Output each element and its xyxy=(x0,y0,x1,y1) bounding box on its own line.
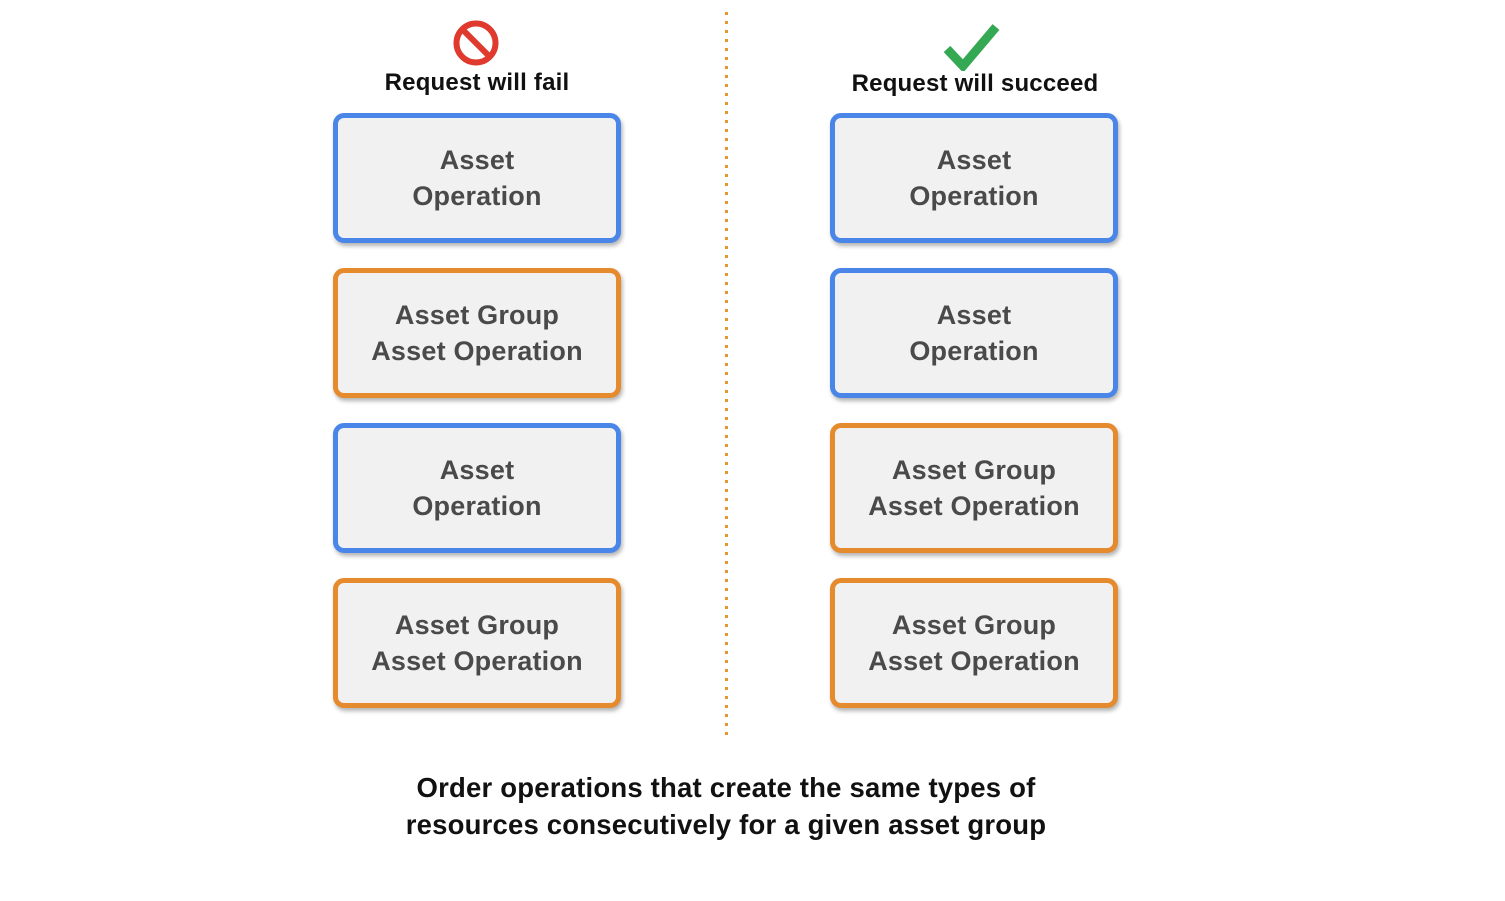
box-label-line: Asset xyxy=(439,455,515,485)
fail-column-header: Request will fail xyxy=(384,69,570,96)
succeed-box-asset-group-asset-operation-2: Asset Group Asset Operation xyxy=(830,578,1118,708)
fail-box-asset-group-asset-operation-2: Asset Group Asset Operation xyxy=(333,578,621,708)
fail-box-asset-operation-2: Asset Operation xyxy=(333,423,621,553)
box-label-line: Operation xyxy=(909,181,1039,211)
box-label-line: Asset Group xyxy=(891,455,1057,485)
box-label-line: Asset Operation xyxy=(371,336,583,366)
succeed-box-asset-operation-1: Asset Operation xyxy=(830,113,1118,243)
caption-line-1: Order operations that create the same ty… xyxy=(416,772,1036,803)
box-label-line: Asset Operation xyxy=(868,646,1080,676)
box-label-line: Asset Operation xyxy=(868,491,1080,521)
box-label-line: Asset Operation xyxy=(371,646,583,676)
box-label-line: Asset xyxy=(936,300,1012,330)
box-label-line: Asset Group xyxy=(394,610,560,640)
box-label-line: Operation xyxy=(412,491,542,521)
succeed-column-header: Request will succeed xyxy=(851,70,1099,97)
box-label-line: Operation xyxy=(909,336,1039,366)
checkmark-icon xyxy=(943,24,1000,71)
diagram-caption: Order operations that create the same ty… xyxy=(0,769,1452,843)
succeed-box-asset-operation-2: Asset Operation xyxy=(830,268,1118,398)
box-label-line: Asset Group xyxy=(394,300,560,330)
box-label-line: Asset Group xyxy=(891,610,1057,640)
box-label-line: Asset xyxy=(936,145,1012,175)
box-label-line: Operation xyxy=(412,181,542,211)
fail-box-asset-operation-1: Asset Operation xyxy=(333,113,621,243)
box-label-line: Asset xyxy=(439,145,515,175)
succeed-box-asset-group-asset-operation-1: Asset Group Asset Operation xyxy=(830,423,1118,553)
column-divider xyxy=(725,12,728,738)
fail-box-asset-group-asset-operation-1: Asset Group Asset Operation xyxy=(333,268,621,398)
caption-line-2: resources consecutively for a given asse… xyxy=(405,809,1047,840)
prohibition-icon xyxy=(453,20,499,66)
